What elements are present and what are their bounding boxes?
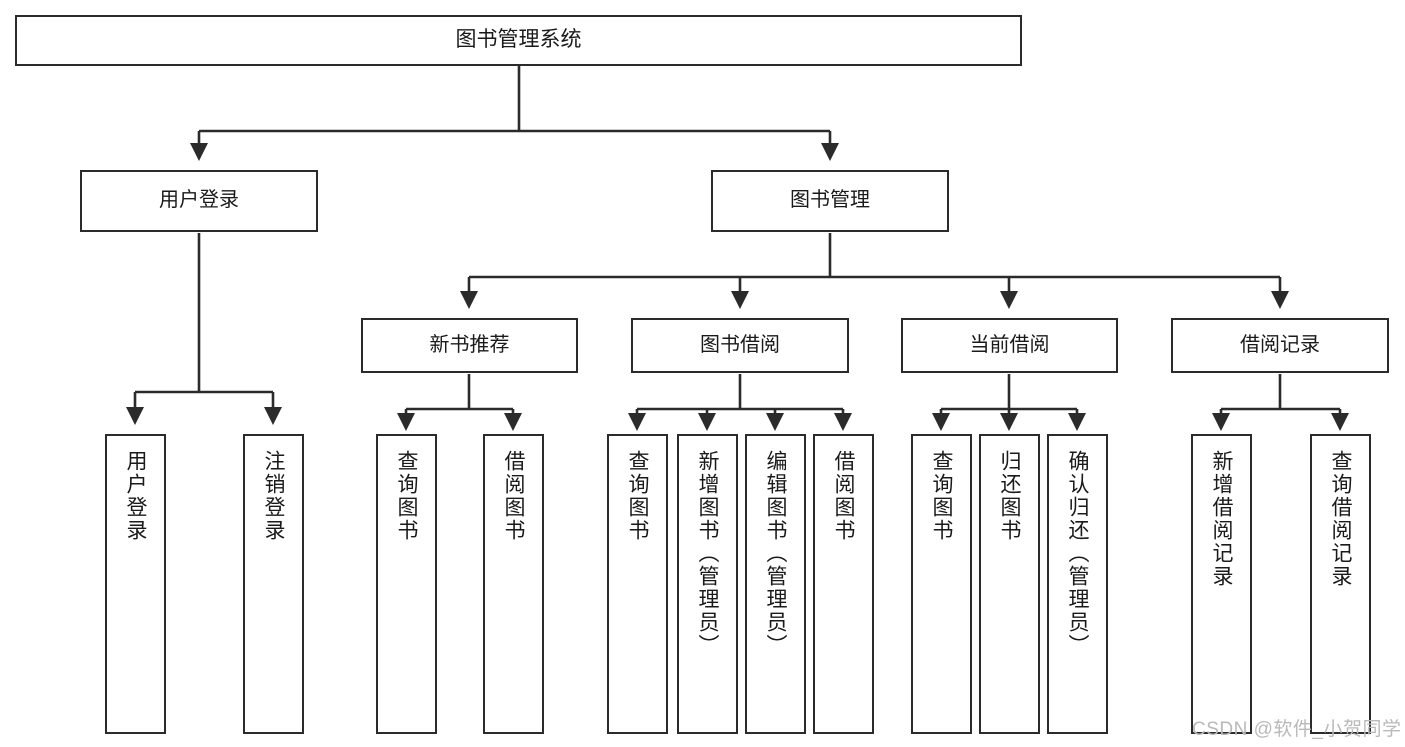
leaf-user-login-login[interactable]: 用户登录 xyxy=(105,434,166,734)
node-label: 借阅图书 xyxy=(832,450,855,542)
node-label: 确认归还（管理员） xyxy=(1066,450,1089,657)
node-label: 查询图书 xyxy=(626,450,649,542)
node-label: 图书管理 xyxy=(790,189,870,212)
leaf-user-login-logout[interactable]: 注销登录 xyxy=(243,434,304,734)
leaf-book-borrow-add[interactable]: 新增图书（管理员） xyxy=(677,434,738,734)
node-label: 新增借阅记录 xyxy=(1210,450,1233,588)
node-label: 借阅记录 xyxy=(1240,333,1320,356)
node-borrow-record[interactable]: 借阅记录 xyxy=(1171,318,1389,373)
node-label: 查询图书 xyxy=(930,450,953,542)
leaf-new-book-query[interactable]: 查询图书 xyxy=(376,434,437,734)
node-label: 图书管理系统 xyxy=(455,28,582,52)
leaf-current-borrow-return[interactable]: 归还图书 xyxy=(979,434,1040,734)
leaf-current-borrow-query[interactable]: 查询图书 xyxy=(911,434,972,734)
node-book-management[interactable]: 图书管理 xyxy=(711,170,949,232)
node-label: 查询借阅记录 xyxy=(1329,450,1352,588)
node-book-borrow[interactable]: 图书借阅 xyxy=(631,318,849,373)
node-label: 编辑图书（管理员） xyxy=(764,450,787,657)
node-new-book-recommend[interactable]: 新书推荐 xyxy=(361,318,578,373)
leaf-book-borrow-query[interactable]: 查询图书 xyxy=(607,434,668,734)
node-label: 用户登录 xyxy=(124,450,147,542)
node-root-system[interactable]: 图书管理系统 xyxy=(15,15,1022,66)
csdn-watermark: CSDN @软件_小贺同学 xyxy=(1192,719,1402,740)
leaf-book-borrow-borrow[interactable]: 借阅图书 xyxy=(813,434,874,734)
leaf-current-borrow-confirm-return[interactable]: 确认归还（管理员） xyxy=(1047,434,1108,734)
node-label: 当前借阅 xyxy=(969,333,1050,356)
node-label: 注销登录 xyxy=(262,450,285,542)
node-label: 查询图书 xyxy=(395,450,418,542)
node-label: 归还图书 xyxy=(998,450,1021,542)
leaf-borrow-record-query[interactable]: 查询借阅记录 xyxy=(1310,434,1371,734)
leaf-new-book-borrow[interactable]: 借阅图书 xyxy=(483,434,544,734)
node-label: 借阅图书 xyxy=(502,450,525,542)
node-label: 新增图书（管理员） xyxy=(696,450,719,657)
leaf-borrow-record-add[interactable]: 新增借阅记录 xyxy=(1191,434,1252,734)
node-label: 用户登录 xyxy=(159,189,239,212)
node-current-borrow[interactable]: 当前借阅 xyxy=(901,318,1118,373)
leaf-book-borrow-edit[interactable]: 编辑图书（管理员） xyxy=(745,434,806,734)
node-label: 图书借阅 xyxy=(700,333,780,356)
node-label: 新书推荐 xyxy=(429,333,510,356)
node-user-login[interactable]: 用户登录 xyxy=(80,170,318,232)
